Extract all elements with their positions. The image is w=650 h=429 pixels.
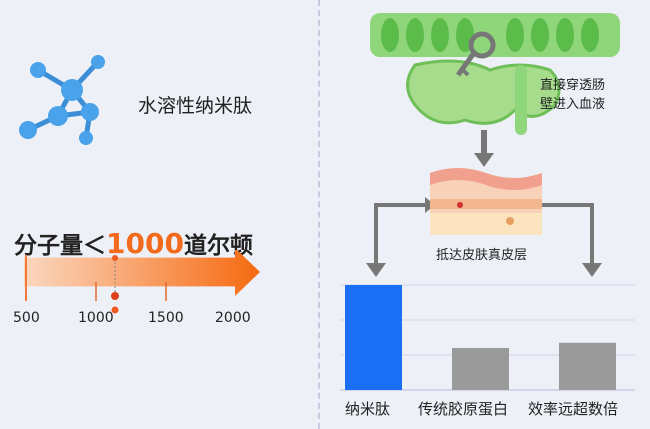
category-label-traditional-collagen: 传统胶原蛋白: [418, 400, 509, 418]
intestine-caption-line2: 壁进入血液: [540, 97, 606, 112]
key-icon: [455, 31, 496, 77]
molecular-weight-heading: 分子量＜1000道尔顿: [14, 226, 253, 260]
panel-divider: [318, 0, 320, 429]
scale-tick-2000: 2000: [215, 310, 251, 326]
scale-tick-500: 500: [13, 310, 40, 326]
skin-caption: 抵达皮肤真皮层: [436, 248, 528, 263]
molecule-label: 水溶性纳米肽: [138, 95, 253, 117]
intestine-illustration: [370, 13, 620, 135]
scale-tick-1500: 1500: [148, 310, 184, 326]
bar-1: [452, 348, 509, 390]
category-label-efficiency: 效率远超数倍: [528, 400, 619, 418]
bar-2: [559, 342, 616, 390]
scale-arrow: [24, 250, 260, 297]
efficiency-bar-chart: [340, 284, 635, 391]
category-label-nanopeptide: 纳米肽: [345, 400, 391, 418]
bar-0: [345, 285, 402, 390]
weight-value: 1000: [106, 227, 184, 260]
scale-marker: [111, 292, 119, 300]
weight-prefix: 分子量＜: [14, 233, 106, 259]
scale-tick-1000: 1000: [78, 310, 114, 326]
molecule-icon: [19, 55, 105, 145]
molecular-weight-scale: [24, 250, 260, 314]
intestine-caption-line1: 直接穿透肠: [540, 78, 606, 93]
skin-layers-illustration: [430, 168, 542, 235]
